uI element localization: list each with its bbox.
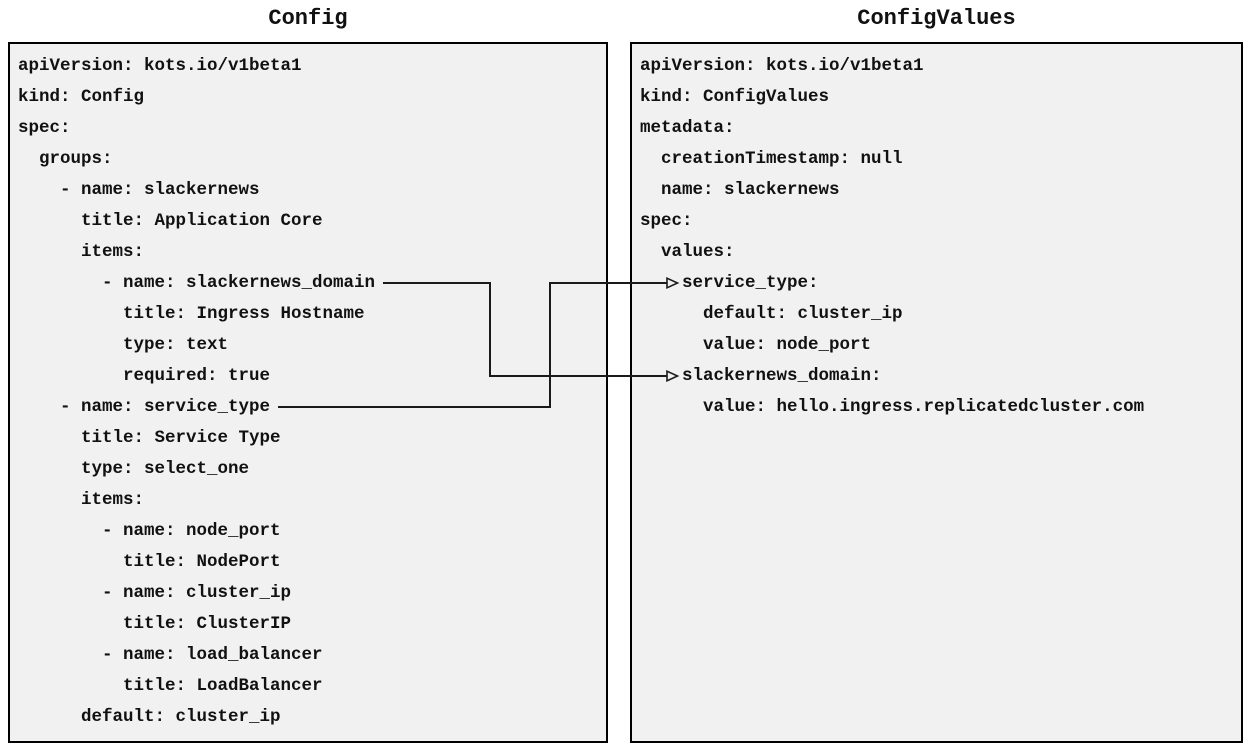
code-line: type: text bbox=[18, 335, 229, 355]
code-line: title: Ingress Hostname bbox=[18, 304, 365, 324]
code-line: kind: Config bbox=[18, 87, 145, 107]
code-line: groups: bbox=[18, 149, 113, 169]
code-line: items: bbox=[18, 490, 145, 510]
code-line: title: Service Type bbox=[18, 428, 281, 448]
configvalues-yaml-panel: apiVersion: kots.io/v1beta1 kind: Config… bbox=[630, 42, 1243, 743]
code-line-slackernews-domain-value: slackernews_domain: bbox=[640, 366, 882, 386]
code-line-slackernews-domain: - name: slackernews_domain bbox=[18, 273, 376, 293]
code-line: type: select_one bbox=[18, 459, 250, 479]
code-line: title: ClusterIP bbox=[18, 614, 292, 634]
code-line: name: slackernews bbox=[640, 180, 840, 200]
code-line-service-type: - name: service_type bbox=[18, 397, 271, 417]
code-line: title: Application Core bbox=[18, 211, 323, 231]
code-line: creationTimestamp: null bbox=[640, 149, 903, 169]
code-line: default: cluster_ip bbox=[640, 304, 903, 324]
code-line: required: true bbox=[18, 366, 271, 386]
config-yaml-panel: apiVersion: kots.io/v1beta1 kind: Config… bbox=[8, 42, 608, 743]
code-line-service-type-value: service_type: bbox=[640, 273, 819, 293]
code-line: values: bbox=[640, 242, 735, 262]
code-line: - name: slackernews bbox=[18, 180, 260, 200]
code-line: - name: cluster_ip bbox=[18, 583, 292, 603]
config-yaml-code: apiVersion: kots.io/v1beta1 kind: Config… bbox=[10, 44, 606, 733]
code-line: kind: ConfigValues bbox=[640, 87, 830, 107]
code-line: apiVersion: kots.io/v1beta1 bbox=[18, 56, 302, 76]
code-line: spec: bbox=[640, 211, 693, 231]
configvalues-yaml-code: apiVersion: kots.io/v1beta1 kind: Config… bbox=[632, 44, 1241, 423]
code-line: metadata: bbox=[640, 118, 735, 138]
code-line: value: hello.ingress.replicatedcluster.c… bbox=[640, 397, 1145, 417]
code-line: title: LoadBalancer bbox=[18, 676, 323, 696]
code-line: apiVersion: kots.io/v1beta1 bbox=[640, 56, 924, 76]
code-line: items: bbox=[18, 242, 145, 262]
configvalues-panel-title: ConfigValues bbox=[857, 6, 1016, 31]
code-line: - name: load_balancer bbox=[18, 645, 323, 665]
config-panel-title: Config bbox=[268, 6, 348, 31]
code-line: value: node_port bbox=[640, 335, 872, 355]
code-line: spec: bbox=[18, 118, 71, 138]
code-line: - name: node_port bbox=[18, 521, 281, 541]
code-line: default: cluster_ip bbox=[18, 707, 281, 727]
code-line: title: NodePort bbox=[18, 552, 281, 572]
